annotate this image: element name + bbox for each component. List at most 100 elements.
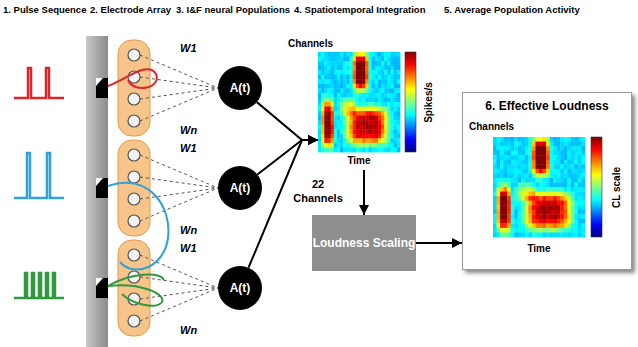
heatmap-cell — [340, 143, 344, 148]
heatmap-cell — [543, 219, 547, 224]
rotated-holder: CL scale — [605, 137, 627, 237]
heatmap-cell — [350, 111, 354, 116]
heatmap-cell — [368, 125, 372, 130]
heatmap-cell — [532, 223, 536, 228]
heatmap-cell — [368, 102, 372, 107]
heatmap-cell — [514, 142, 518, 147]
heatmap-cell — [507, 210, 511, 215]
heatmap-cell — [397, 66, 401, 71]
heatmap-cell — [375, 143, 379, 148]
neuron — [128, 171, 140, 183]
heatmap-cell — [359, 66, 363, 71]
heatmap-cell — [557, 178, 561, 183]
heatmap-cell — [525, 232, 529, 237]
heatmap-cell — [334, 75, 338, 80]
heatmap-cell — [327, 147, 331, 152]
heatmap-cell — [387, 66, 391, 71]
heatmap-cell — [514, 151, 518, 156]
heatmap-cell — [346, 129, 350, 134]
heatmap-cell — [557, 223, 561, 228]
heatmap-cell — [365, 143, 369, 148]
heatmap-cell — [378, 125, 382, 130]
heatmap-cell — [356, 111, 360, 116]
heatmap-cell — [567, 201, 571, 206]
heatmap-cell — [525, 223, 529, 228]
heatmap-cell — [543, 192, 547, 197]
heatmap-cell — [368, 88, 372, 93]
heatmap-cell — [331, 147, 335, 152]
heatmap-cell — [318, 102, 322, 107]
heatmap-cell — [539, 155, 543, 160]
heatmap-cell — [353, 84, 357, 89]
neuron — [128, 149, 140, 161]
heatmap-cell — [384, 93, 388, 98]
heatmap-cell — [340, 57, 344, 62]
heatmap-cell — [378, 66, 382, 71]
heatmap-cell — [378, 116, 382, 121]
heatmap-cell — [372, 93, 376, 98]
heatmap-cell — [511, 137, 515, 142]
heatmap-cell — [375, 129, 379, 134]
heatmap-cell — [574, 192, 578, 197]
heatmap-cell — [500, 137, 504, 142]
heatmap-cell — [567, 178, 571, 183]
axis-label: Time — [493, 243, 585, 254]
colorbar — [591, 137, 602, 237]
heatmap-cell — [394, 75, 398, 80]
heatmap-cell — [504, 192, 508, 197]
heatmap-cell — [504, 155, 508, 160]
heatmap-cell — [324, 75, 328, 80]
heatmap-cell — [511, 182, 515, 187]
heatmap-cell — [346, 116, 350, 121]
heatmap-cell — [384, 147, 388, 152]
heatmap-cell — [514, 201, 518, 206]
heatmap-cell — [518, 164, 522, 169]
heatmap-cell — [507, 187, 511, 192]
heatmap-cell — [387, 129, 391, 134]
heatmap-cell — [581, 219, 585, 224]
heatmap-cell — [375, 70, 379, 75]
heatmap-cell — [334, 66, 338, 71]
heatmap-cell — [343, 134, 347, 139]
heatmap-cell — [365, 111, 369, 116]
heatmap-cell — [500, 228, 504, 233]
heatmap-cell — [497, 146, 501, 151]
heatmap-cell — [394, 70, 398, 75]
heatmap-cell — [365, 138, 369, 143]
heatmap-cell — [571, 155, 575, 160]
heatmap-cell — [543, 169, 547, 174]
heatmap-cell — [391, 66, 395, 71]
heatmap-cell — [574, 151, 578, 156]
heatmap-cell — [553, 201, 557, 206]
heatmap-cell — [350, 70, 354, 75]
heatmap-cell — [391, 57, 395, 62]
heatmap-cell — [324, 143, 328, 148]
heatmap-cell — [500, 173, 504, 178]
heatmap-cell — [391, 102, 395, 107]
heatmap-cell — [528, 201, 532, 206]
heatmap-cell — [337, 120, 341, 125]
heatmap-cell — [327, 61, 331, 66]
heatmap-cell — [497, 228, 501, 233]
heatmap-cell — [375, 102, 379, 107]
heatmap-cell — [557, 201, 561, 206]
heatmap-cell — [578, 205, 582, 210]
heatmap-cell — [504, 182, 508, 187]
heatmap-cell — [391, 75, 395, 80]
heatmap-cell — [394, 61, 398, 66]
heatmap-cell — [543, 228, 547, 233]
heatmap-cell — [550, 223, 554, 228]
heatmap-cell — [343, 88, 347, 93]
heatmap-cell — [504, 232, 508, 237]
heatmap-cell — [581, 137, 585, 142]
heatmap-cell — [504, 210, 508, 215]
heatmap-cell — [384, 52, 388, 57]
heatmap-cell — [359, 57, 363, 62]
heatmap-cell — [359, 147, 363, 152]
heatmap-cell — [321, 147, 325, 152]
heatmap-cell — [521, 182, 525, 187]
heatmap-cell — [493, 192, 497, 197]
heatmap-cell — [337, 125, 341, 130]
heatmap-cell — [350, 107, 354, 112]
heatmap-cell — [511, 160, 515, 165]
